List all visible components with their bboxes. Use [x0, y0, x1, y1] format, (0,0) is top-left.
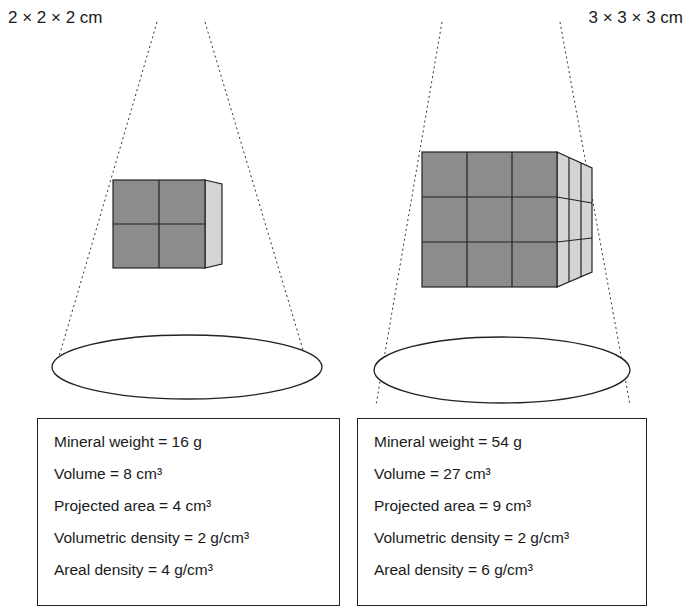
info-text: Projected area = 4 cm³: [54, 497, 323, 515]
info-text: Volume = 8 cm³: [54, 465, 323, 483]
info-text: Mineral weight = 16 g: [54, 433, 323, 451]
info-text: Projected area = 9 cm³: [374, 497, 630, 515]
info-text: Areal density = 6 g/cm³: [374, 561, 630, 579]
info-text: Volumetric density = 2 g/cm³: [54, 529, 323, 547]
info-text: Volume = 27 cm³: [374, 465, 630, 483]
info-text: Volumetric density = 2 g/cm³: [374, 529, 630, 547]
large-cube: [422, 152, 592, 287]
small-cube: [113, 180, 222, 268]
dimension-label: 2 × 2 × 2 cm: [8, 8, 103, 28]
info-text: Mineral weight = 54 g: [374, 433, 630, 451]
detector-ellipse: [52, 335, 322, 399]
info-box: Mineral weight = 16 g Volume = 8 cm³ Proje…: [37, 418, 340, 606]
detector-ellipse: [374, 337, 630, 403]
info-box: Mineral weight = 54 g Volume = 27 cm³ Proj…: [357, 418, 647, 606]
info-text: Areal density = 4 g/cm³: [54, 561, 323, 579]
dimension-label: 3 × 3 × 3 cm: [589, 8, 684, 28]
